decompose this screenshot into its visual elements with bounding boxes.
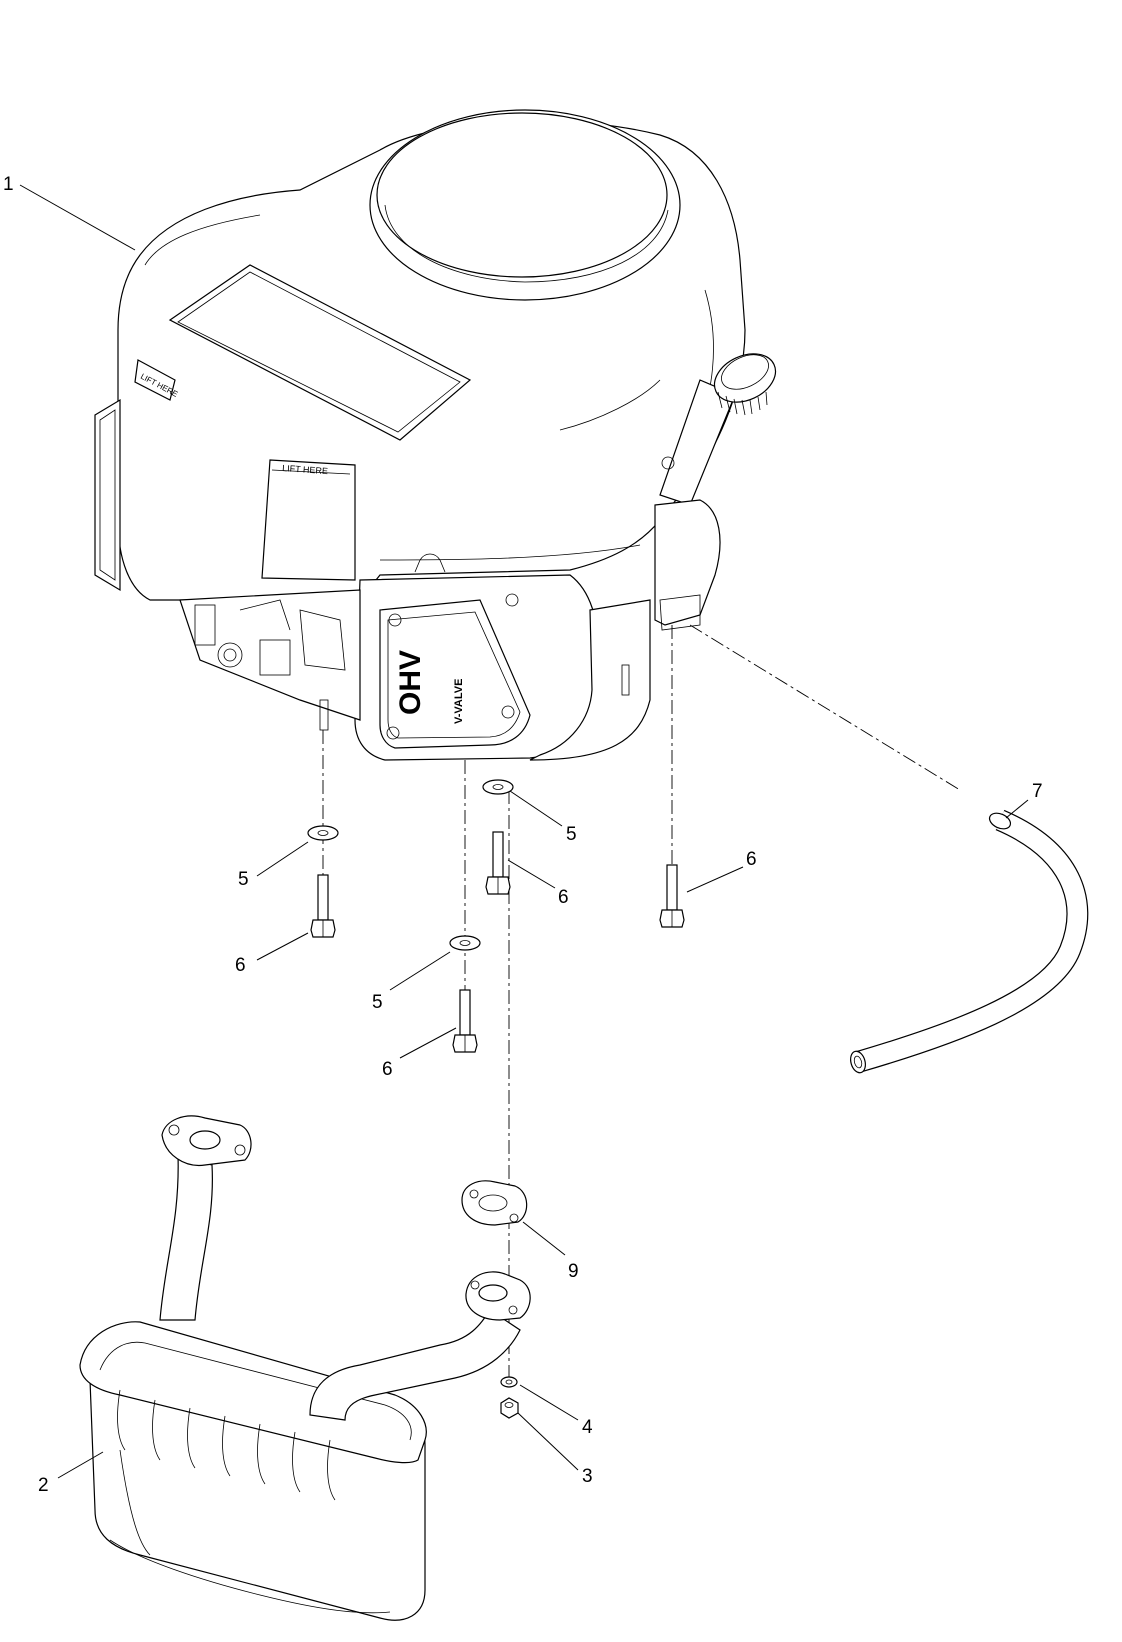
callout-6-left: 6	[235, 955, 246, 976]
bolt-6-upper-middle	[485, 831, 511, 895]
bolt-6-lower-middle	[452, 989, 478, 1053]
callout-4: 4	[582, 1417, 593, 1438]
leader-lines	[19, 184, 1029, 1479]
muffler	[79, 1115, 531, 1621]
washer-5-left	[307, 825, 339, 841]
assembly-centerlines	[322, 624, 961, 1380]
exhaust-gasket	[461, 1180, 528, 1226]
washer-5-lower-middle	[449, 935, 481, 951]
callout-5-upper-middle: 5	[566, 824, 577, 845]
callout-5-lower-middle: 5	[372, 992, 383, 1013]
breather-hose	[850, 809, 1089, 1074]
bolt-6-right	[659, 864, 685, 928]
callout-7: 7	[1032, 781, 1043, 802]
callout-2: 2	[38, 1475, 49, 1496]
callout-6-right: 6	[746, 849, 757, 870]
washer-5-upper-middle	[482, 779, 514, 795]
ohv-emboss: OHV	[394, 650, 427, 715]
v-valve-emboss: V-VALVE	[453, 679, 465, 724]
callout-9: 9	[568, 1261, 579, 1282]
callout-5-left: 5	[238, 869, 249, 890]
callout-1: 1	[3, 174, 14, 195]
engine-assembly: LIFT HERE LIFT HERE OHV V-VALVE	[94, 109, 777, 761]
lift-here-label-2: LIFT HERE	[282, 463, 328, 476]
callout-6-upper-middle: 6	[558, 887, 569, 908]
callout-6-lower-middle: 6	[382, 1059, 393, 1080]
hex-nut	[500, 1397, 519, 1419]
lock-washer	[500, 1376, 518, 1388]
callout-3: 3	[582, 1466, 593, 1487]
bolt-6-left	[310, 874, 336, 938]
